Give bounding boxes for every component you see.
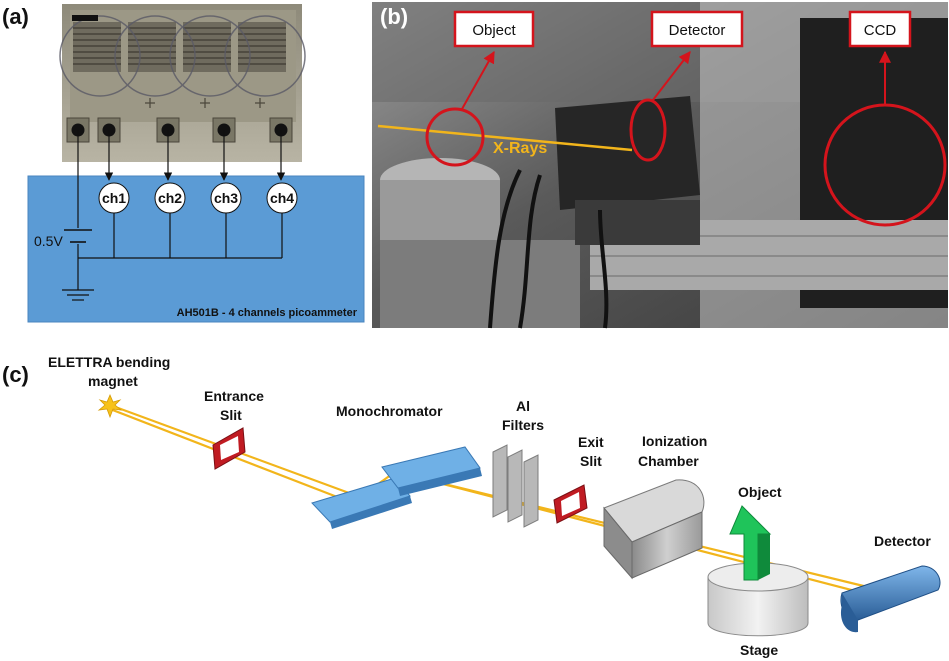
object-arrow-icon	[729, 505, 772, 581]
monochromator-label: Monochromator	[336, 403, 443, 419]
ionization-chamber	[603, 479, 705, 580]
panel-c: (c) ELETTRA bending magnet Entrance Slit	[2, 354, 941, 658]
battery-symbol	[64, 229, 92, 243]
entrance-slit-label-line2: Slit	[220, 407, 242, 423]
xray-beam-label: X-Rays	[493, 140, 547, 157]
entrance-slit-label-line1: Entrance	[204, 388, 264, 404]
al-filters	[492, 444, 539, 528]
detector-housing	[555, 96, 700, 210]
detector-block	[840, 565, 941, 633]
detector-label: Detector	[874, 533, 931, 549]
sensor-pads	[59, 15, 306, 97]
channel-label-3: ch3	[214, 190, 238, 206]
exit-slit-label-line1: Exit	[578, 434, 604, 450]
panel-b: X-Rays Object Detector CCD (b)	[372, 2, 948, 329]
instrument-label: AH501B - 4 channels picoammeter	[177, 307, 358, 319]
channel-label-4: ch4	[270, 190, 294, 206]
panel-b-letter: (b)	[380, 4, 408, 29]
sensor-chip-photo	[59, 4, 306, 162]
panel-a-letter: (a)	[2, 4, 29, 29]
filters-label-line2: Filters	[502, 417, 544, 433]
channel-inputs: ch1 ch2 ch3 ch4	[98, 182, 298, 214]
source-label-line2: magnet	[88, 373, 138, 389]
callout-object: Object	[453, 10, 535, 48]
monochromator-crystals	[311, 446, 482, 529]
stage-label: Stage	[740, 642, 778, 658]
entrance-slit	[212, 427, 246, 470]
ionization-chamber-label-line1: Ionization	[642, 433, 707, 449]
source-star-icon	[97, 393, 123, 419]
panel-c-letter: (c)	[2, 362, 29, 387]
callout-object-label: Object	[472, 22, 516, 39]
callout-detector: Detector	[650, 10, 744, 48]
bias-voltage-label: 0.5V	[34, 233, 63, 249]
filters-label-line1: Al	[516, 398, 530, 414]
channel-label-2: ch2	[158, 190, 182, 206]
ionization-chamber-label-line2: Chamber	[638, 453, 699, 469]
channel-label-1: ch1	[102, 190, 126, 206]
callout-ccd-label: CCD	[864, 22, 897, 39]
exit-slit-label-line2: Slit	[580, 453, 602, 469]
panel-a: (a)	[2, 4, 365, 323]
source-label-line1: ELETTRA bending	[48, 354, 170, 370]
xray-beam-line	[377, 124, 633, 152]
callout-ccd: CCD	[848, 10, 912, 48]
scale-bar	[72, 15, 98, 21]
exit-slit	[553, 484, 588, 524]
detector-highlight-circle	[629, 98, 667, 162]
object-label: Object	[738, 484, 782, 500]
object-highlight-circle	[425, 107, 485, 167]
callout-detector-label: Detector	[669, 22, 726, 39]
picoammeter-box	[27, 175, 365, 323]
